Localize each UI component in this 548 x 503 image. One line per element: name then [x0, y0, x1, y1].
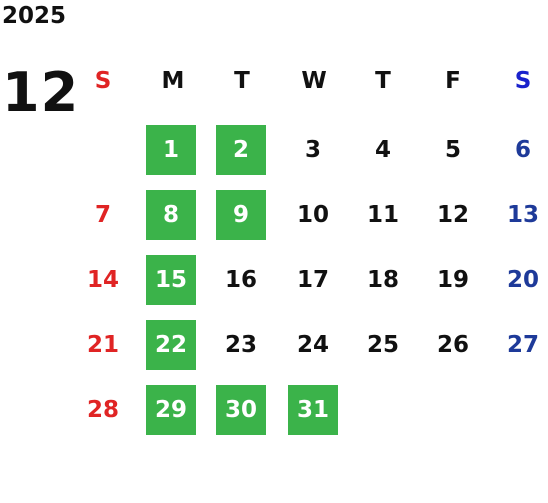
day-cell: 21	[86, 332, 119, 358]
weekday-mon: M	[161, 68, 185, 94]
day-cell: 20	[506, 267, 539, 293]
day-cell: 18	[366, 267, 399, 293]
day-cell: 25	[366, 332, 399, 358]
weekday-tue: T	[234, 68, 250, 94]
day-cell: 28	[86, 397, 119, 423]
weekday-sat: S	[514, 68, 532, 94]
day-cell: 6	[514, 137, 531, 163]
day-cell: 24	[296, 332, 329, 358]
day-cell: 17	[296, 267, 329, 293]
day-cell: 30	[216, 385, 266, 435]
day-cell: 4	[374, 137, 391, 163]
day-cell: 22	[146, 320, 196, 370]
day-cell: 11	[366, 202, 399, 228]
day-cell: 16	[224, 267, 257, 293]
day-cell: 3	[304, 137, 321, 163]
day-cell: 23	[224, 332, 257, 358]
day-cell: 26	[436, 332, 469, 358]
day-cell: 5	[444, 137, 461, 163]
weekday-thu: T	[375, 68, 391, 94]
day-cell: 9	[216, 190, 266, 240]
weekday-fri: F	[445, 68, 461, 94]
day-cell: 13	[506, 202, 539, 228]
day-cell: 15	[146, 255, 196, 305]
day-cell: 29	[146, 385, 196, 435]
day-cell: 2	[216, 125, 266, 175]
year-label: 2025	[2, 3, 67, 29]
day-cell: 19	[436, 267, 469, 293]
weekday-wed: W	[301, 68, 327, 94]
day-cell: 31	[288, 385, 338, 435]
day-cell: 14	[86, 267, 119, 293]
day-cell: 27	[506, 332, 539, 358]
day-cell: 8	[146, 190, 196, 240]
day-cell: 12	[436, 202, 469, 228]
day-cell: 10	[296, 202, 329, 228]
day-cell: 7	[94, 202, 111, 228]
day-cell: 1	[146, 125, 196, 175]
weekday-sun: S	[94, 68, 112, 94]
month-number: 12	[2, 61, 80, 124]
